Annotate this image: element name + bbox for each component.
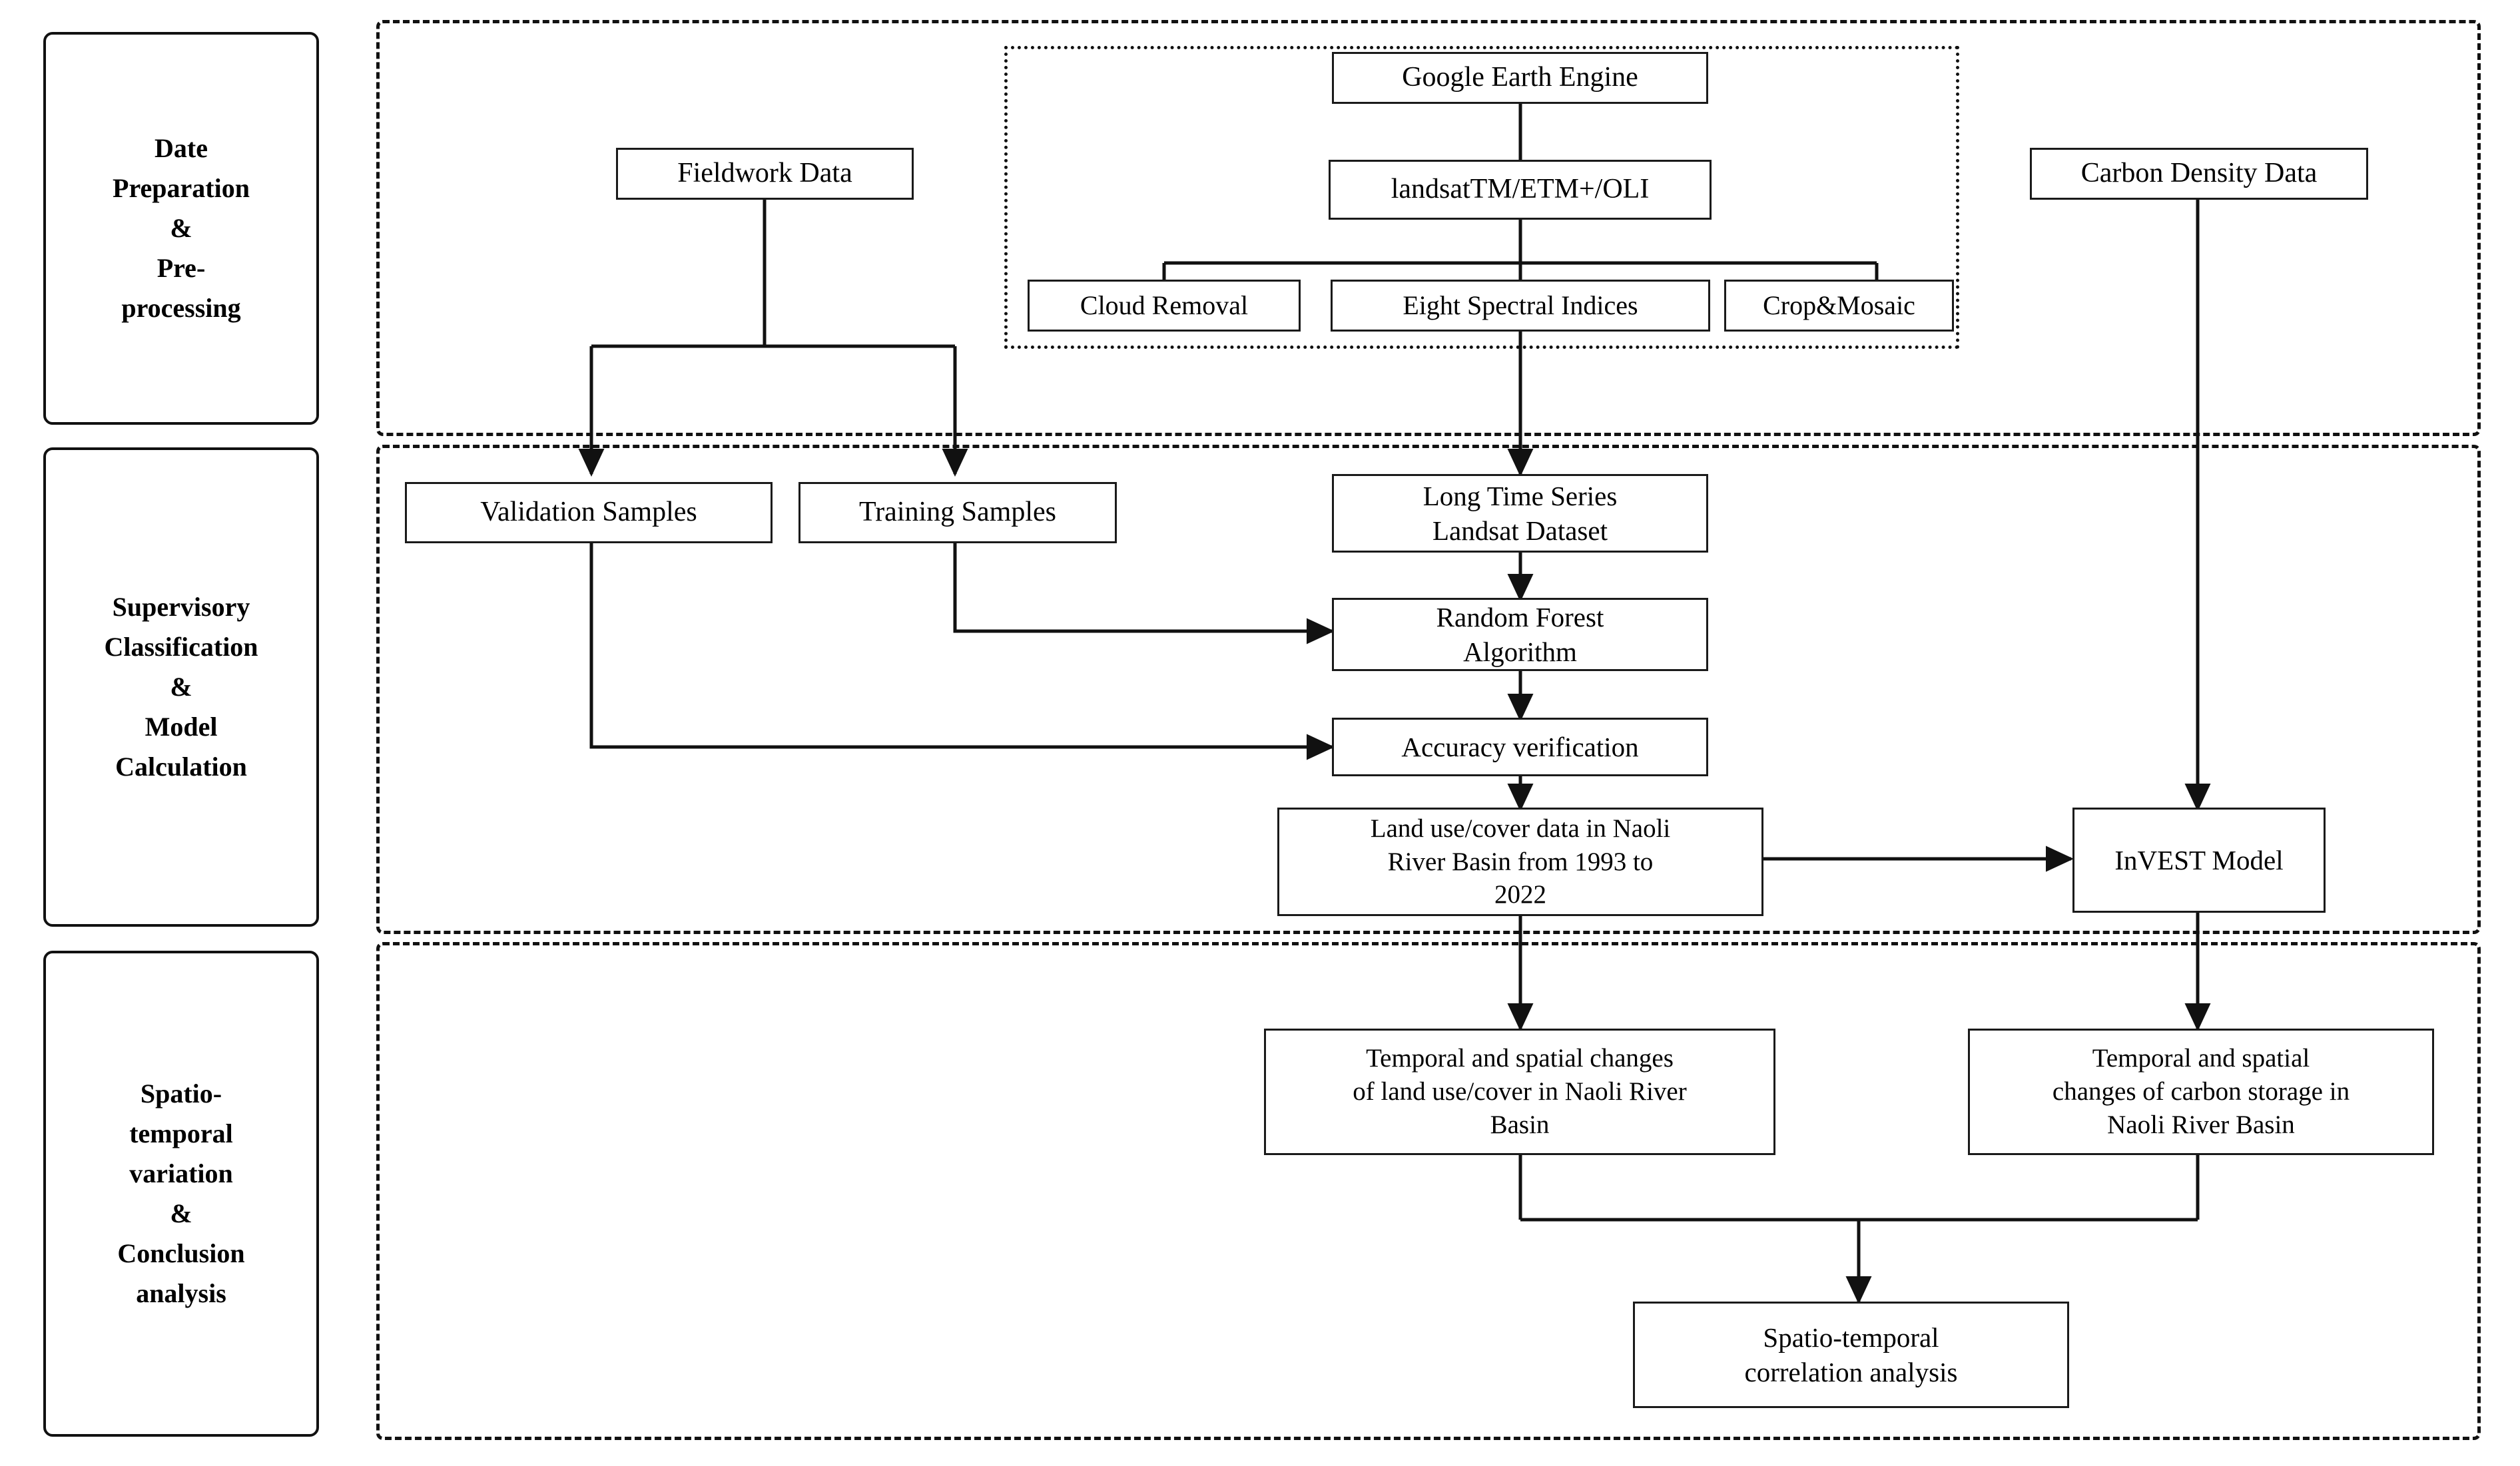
node-label-line: Basin xyxy=(1490,1110,1550,1139)
node-label: Training Samples xyxy=(859,497,1056,528)
node-label-line: Spatio-temporal xyxy=(1763,1322,1939,1353)
node-land-use-cover-data[interactable]: Land use/cover data in Naoli River Basin… xyxy=(1277,808,1763,916)
edge-training-randomforest xyxy=(953,543,1335,644)
node-accuracy-verification[interactable]: Accuracy verification xyxy=(1332,718,1708,776)
stage-label-spatiotemporal-variation: Spatio- temporal variation & Conclusion … xyxy=(43,951,319,1437)
node-crop-mosaic[interactable]: Crop&Mosaic xyxy=(1724,280,1954,332)
node-label-line: 2022 xyxy=(1494,880,1546,909)
node-google-earth-engine[interactable]: Google Earth Engine xyxy=(1332,52,1708,104)
node-label: Carbon Density Data xyxy=(2080,158,2318,189)
node-invest-model[interactable]: InVEST Model xyxy=(2072,808,2326,913)
node-cloud-removal[interactable]: Cloud Removal xyxy=(1028,280,1301,332)
stage-label-line: Calculation xyxy=(115,752,247,782)
stage-label-line: Classification xyxy=(104,632,258,662)
stage-label-line: Pre- xyxy=(157,253,206,283)
node-label-line: Temporal and spatial changes xyxy=(1366,1044,1674,1073)
node-label: Google Earth Engine xyxy=(1402,62,1638,93)
node-random-forest-algorithm[interactable]: Random Forest Algorithm xyxy=(1332,598,1708,671)
node-label: Crop&Mosaic xyxy=(1763,290,1915,321)
stage-label-line: temporal xyxy=(129,1118,233,1148)
node-label-line: correlation analysis xyxy=(1744,1357,1958,1387)
group-google-earth-engine-pipeline xyxy=(1004,46,1959,349)
node-carbon-density-data[interactable]: Carbon Density Data xyxy=(2030,148,2368,200)
node-label: InVEST Model xyxy=(2114,844,2284,875)
stage-label-line: & xyxy=(170,672,192,702)
panel-spatiotemporal-variation xyxy=(376,942,2481,1440)
node-carbon-storage-changes[interactable]: Temporal and spatial changes of carbon s… xyxy=(1968,1029,2434,1155)
node-label: Accuracy verification xyxy=(1401,731,1639,762)
node-label-line: River Basin from 1993 to xyxy=(1387,847,1654,876)
node-validation-samples[interactable]: Validation Samples xyxy=(405,482,773,543)
node-label-line: Naoli River Basin xyxy=(2107,1110,2295,1139)
node-long-time-series-landsat-dataset[interactable]: Long Time Series Landsat Dataset xyxy=(1332,474,1708,553)
node-eight-spectral-indices[interactable]: Eight Spectral Indices xyxy=(1331,280,1710,332)
stage-label-line: Date xyxy=(155,133,208,163)
stage-label-line: Model xyxy=(145,712,218,742)
stage-label-line: processing xyxy=(121,293,241,323)
stage-label-supervisory-classification: Supervisory Classification & Model Calcu… xyxy=(43,447,319,927)
edge-validation-accuracy xyxy=(589,543,1335,760)
node-landsat-sensors[interactable]: landsatTM/ETM+/OLI xyxy=(1329,160,1712,220)
node-label-line: Long Time Series xyxy=(1422,480,1618,511)
stage-label-line: Conclusion xyxy=(117,1238,245,1268)
stage-label-line: analysis xyxy=(136,1278,226,1308)
panel-supervisory-classification xyxy=(376,445,2481,934)
stage-label-line: Supervisory xyxy=(112,592,250,622)
stage-label-line: & xyxy=(170,1198,192,1228)
node-label: Eight Spectral Indices xyxy=(1403,290,1638,321)
node-landuse-changes[interactable]: Temporal and spatial changes of land use… xyxy=(1264,1029,1775,1155)
node-label: Validation Samples xyxy=(480,497,697,528)
node-label-line: Random Forest xyxy=(1436,601,1604,632)
stage-label-data-preparation: Date Preparation & Pre- processing xyxy=(43,32,319,425)
node-training-samples[interactable]: Training Samples xyxy=(798,482,1117,543)
panel-data-preparation xyxy=(376,20,2481,436)
node-label-line: of land use/cover in Naoli River xyxy=(1353,1077,1687,1106)
node-label-line: Algorithm xyxy=(1463,636,1577,667)
node-fieldwork-data[interactable]: Fieldwork Data xyxy=(616,148,914,200)
node-label-line: Temporal and spatial xyxy=(2092,1044,2310,1073)
node-label: Cloud Removal xyxy=(1080,290,1249,321)
node-label: Fieldwork Data xyxy=(677,158,852,189)
stage-label-line: Preparation xyxy=(113,173,250,203)
node-label-line: changes of carbon storage in xyxy=(2052,1077,2350,1106)
stage-label-line: Spatio- xyxy=(140,1079,222,1108)
stage-label-line: & xyxy=(170,213,192,243)
node-spatiotemporal-correlation-analysis[interactable]: Spatio-temporal correlation analysis xyxy=(1633,1302,2069,1408)
node-label-line: Landsat Dataset xyxy=(1432,515,1608,546)
stage-label-line: variation xyxy=(129,1158,233,1188)
node-label: landsatTM/ETM+/OLI xyxy=(1391,174,1650,205)
node-label-line: Land use/cover data in Naoli xyxy=(1370,814,1671,843)
